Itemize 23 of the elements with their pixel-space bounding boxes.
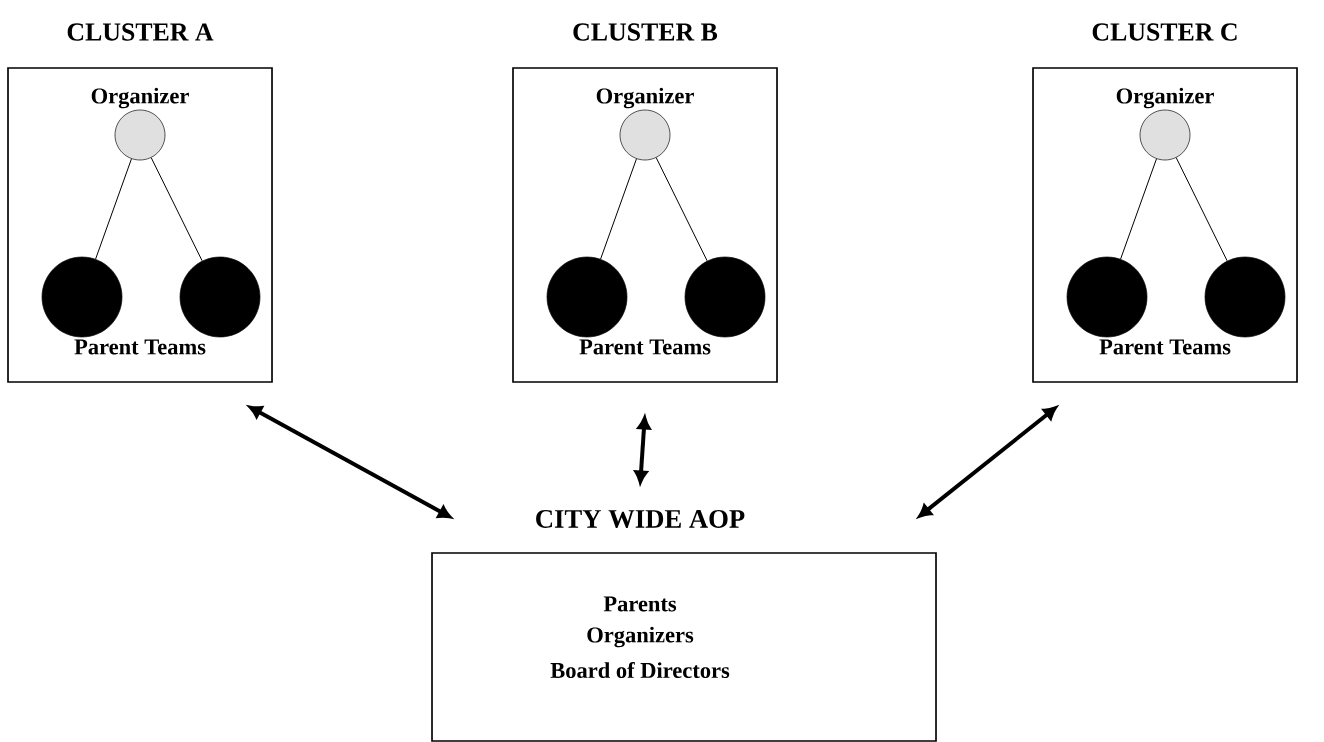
city-box: CITY WIDE AOP Parents Organizers Board of Directors <box>431 510 937 742</box>
connector-line <box>655 157 708 262</box>
team-circle <box>41 256 123 338</box>
team-circle <box>546 256 628 338</box>
node-label: Organizer <box>91 87 189 109</box>
node-label: CITY WIDE AOP <box>536 509 745 529</box>
connector-line <box>95 158 132 260</box>
node-label: CLUSTER B <box>573 23 718 41</box>
connector-line <box>150 157 203 262</box>
double-arrow <box>248 405 452 519</box>
node-label: CLUSTER A <box>67 23 214 41</box>
node-label: CLUSTER C <box>1092 23 1237 41</box>
team-circle <box>179 256 261 338</box>
connector-line <box>600 158 637 260</box>
connector-line <box>1175 157 1228 262</box>
team-circle <box>684 256 766 338</box>
team-circle <box>1066 256 1148 338</box>
connector-line <box>1120 158 1157 260</box>
node-label: Organizer <box>1116 87 1214 109</box>
double-arrow <box>634 416 651 484</box>
double-arrow <box>918 406 1057 518</box>
team-circle <box>1204 256 1286 338</box>
node-label: Organizer <box>596 87 694 109</box>
